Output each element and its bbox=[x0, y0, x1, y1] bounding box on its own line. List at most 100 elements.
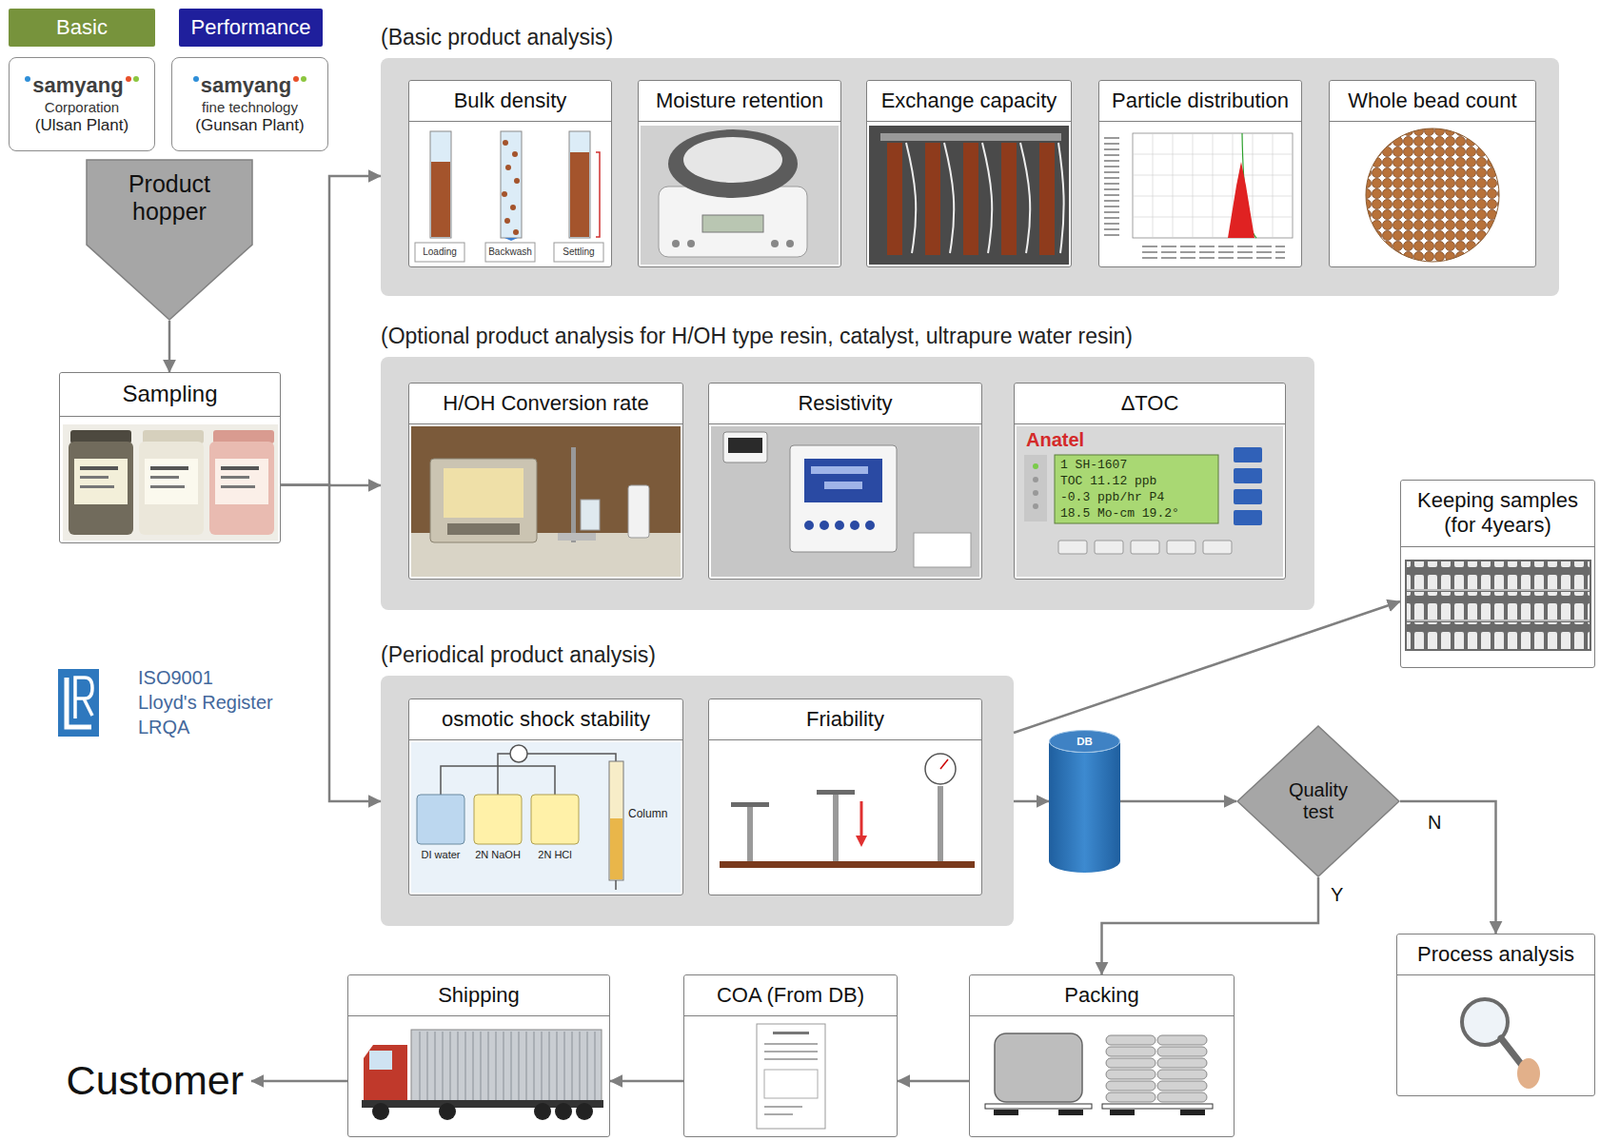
panel-heading: (Periodical product analysis) bbox=[380, 641, 656, 669]
sample-jars bbox=[220, 475, 250, 479]
magnifier-icon bbox=[1461, 999, 1541, 1089]
bulk-density-tubes bbox=[485, 242, 535, 262]
sample-jars bbox=[74, 458, 128, 505]
sample-jars bbox=[68, 441, 134, 535]
sample-shelves bbox=[1404, 559, 1592, 652]
truck-icon bbox=[554, 1103, 573, 1121]
reagent-label: 2N NaOH bbox=[470, 849, 526, 862]
certifier-name: ISO9001 bbox=[138, 666, 214, 690]
plant-name: (Ulsan Plant) bbox=[35, 116, 129, 136]
bulk-density-tubes bbox=[595, 152, 600, 238]
resistivity-meter bbox=[711, 426, 980, 577]
exchange-columns bbox=[887, 142, 903, 256]
toc-analyzer bbox=[1233, 447, 1263, 463]
flow-arrow bbox=[897, 1080, 969, 1084]
pallet-icons bbox=[1102, 1104, 1213, 1109]
resistivity-meter bbox=[810, 466, 869, 475]
toc-analyzer bbox=[1058, 540, 1087, 554]
moisture-analyzer bbox=[658, 186, 808, 257]
resistivity-meter bbox=[819, 520, 830, 531]
lr-logo bbox=[58, 669, 99, 737]
moisture-analyzer bbox=[640, 125, 839, 265]
document-icon bbox=[764, 1058, 818, 1061]
moisture-analyzer bbox=[668, 129, 798, 198]
friability-tester bbox=[937, 786, 944, 862]
sample-shelves bbox=[1406, 561, 1590, 591]
bulk-density-tubes bbox=[505, 164, 512, 171]
friability-tester bbox=[925, 753, 956, 785]
osmotic-test-rig bbox=[440, 753, 616, 795]
titrator-photo bbox=[430, 458, 537, 543]
document-icon bbox=[756, 1024, 826, 1129]
box-title: Shipping bbox=[348, 975, 610, 1017]
bulk-density-tubes bbox=[513, 177, 520, 184]
moisture-analyzer bbox=[687, 239, 695, 248]
exchange-columns bbox=[869, 125, 1069, 265]
pallet-icons bbox=[1106, 1058, 1156, 1068]
resistivity-meter bbox=[849, 520, 860, 531]
titrator-photo bbox=[447, 523, 520, 535]
brand-name: samyang bbox=[24, 73, 139, 99]
box-title: Bulk density bbox=[409, 80, 612, 122]
display-line: TOC 11.12 ppb bbox=[1060, 474, 1157, 490]
exchange-columns bbox=[925, 142, 941, 256]
resistivity-meter bbox=[913, 533, 971, 568]
size-distribution-chart bbox=[1242, 133, 1257, 238]
pallet-icons bbox=[1157, 1046, 1207, 1057]
pallet-icons bbox=[1106, 1092, 1156, 1103]
bulk-density-tubes bbox=[502, 139, 509, 146]
moisture-analyzer bbox=[770, 239, 779, 248]
friability-tester bbox=[940, 759, 949, 770]
sample-jars bbox=[79, 466, 119, 471]
certifier-name: LRQA bbox=[138, 715, 190, 739]
flow-arrow bbox=[1013, 800, 1049, 804]
process-box: Sampling bbox=[59, 372, 281, 544]
sample-shelves bbox=[1406, 622, 1590, 650]
part-label: Column bbox=[628, 807, 668, 821]
pallet-icons bbox=[1106, 1081, 1156, 1091]
osmotic-test-rig bbox=[416, 794, 465, 845]
box-title: Friability bbox=[709, 699, 982, 741]
step-label: Settling bbox=[553, 245, 604, 259]
process-box: Packing bbox=[968, 974, 1235, 1138]
exchange-columns bbox=[963, 142, 979, 256]
box-title: H/OH Conversion rate bbox=[409, 383, 683, 425]
bead-sample bbox=[1365, 128, 1500, 262]
analysis-panel: (Basic product analysis)Bulk densityMois… bbox=[380, 58, 1560, 297]
reagent-label: DI water bbox=[413, 849, 469, 862]
friability-tester bbox=[711, 742, 980, 893]
osmotic-test-rig bbox=[474, 794, 522, 845]
panel-heading: (Optional product analysis for H/OH type… bbox=[380, 322, 1133, 350]
magnifier-icon bbox=[1501, 1038, 1521, 1065]
resistivity-meter bbox=[723, 432, 768, 463]
truck-icon bbox=[363, 1045, 408, 1103]
cylinder-top bbox=[1049, 730, 1121, 753]
sample-jars bbox=[215, 458, 269, 505]
analysis-box: Whole bead count bbox=[1328, 79, 1537, 268]
flow-arrow bbox=[280, 484, 381, 488]
bulk-density-tubes bbox=[431, 161, 451, 238]
exchange-columns bbox=[869, 125, 1069, 265]
sample-jars bbox=[209, 441, 275, 535]
osmotic-test-rig bbox=[610, 818, 623, 880]
titrator-photo bbox=[580, 499, 600, 531]
analysis-panel: (Optional product analysis for H/OH type… bbox=[380, 356, 1315, 611]
analysis-box: osmotic shock stability bbox=[408, 698, 684, 896]
sample-jars bbox=[150, 475, 179, 479]
toc-analyzer bbox=[1032, 463, 1039, 470]
sample-jars bbox=[150, 466, 189, 471]
flow-arrow bbox=[610, 1080, 684, 1084]
toc-analyzer bbox=[1130, 540, 1160, 554]
device-brand: Anatel bbox=[1026, 428, 1085, 452]
osmotic-test-rig bbox=[609, 761, 624, 881]
friability-tester bbox=[711, 742, 980, 893]
pallet-icons bbox=[1106, 1035, 1156, 1046]
lr-logo bbox=[58, 669, 99, 737]
toc-analyzer bbox=[1016, 426, 1284, 577]
sample-jars bbox=[79, 475, 109, 479]
toc-analyzer bbox=[1233, 468, 1263, 484]
document-icon bbox=[764, 1043, 818, 1046]
size-distribution-chart bbox=[1104, 133, 1124, 238]
osmotic-test-rig bbox=[531, 794, 579, 845]
